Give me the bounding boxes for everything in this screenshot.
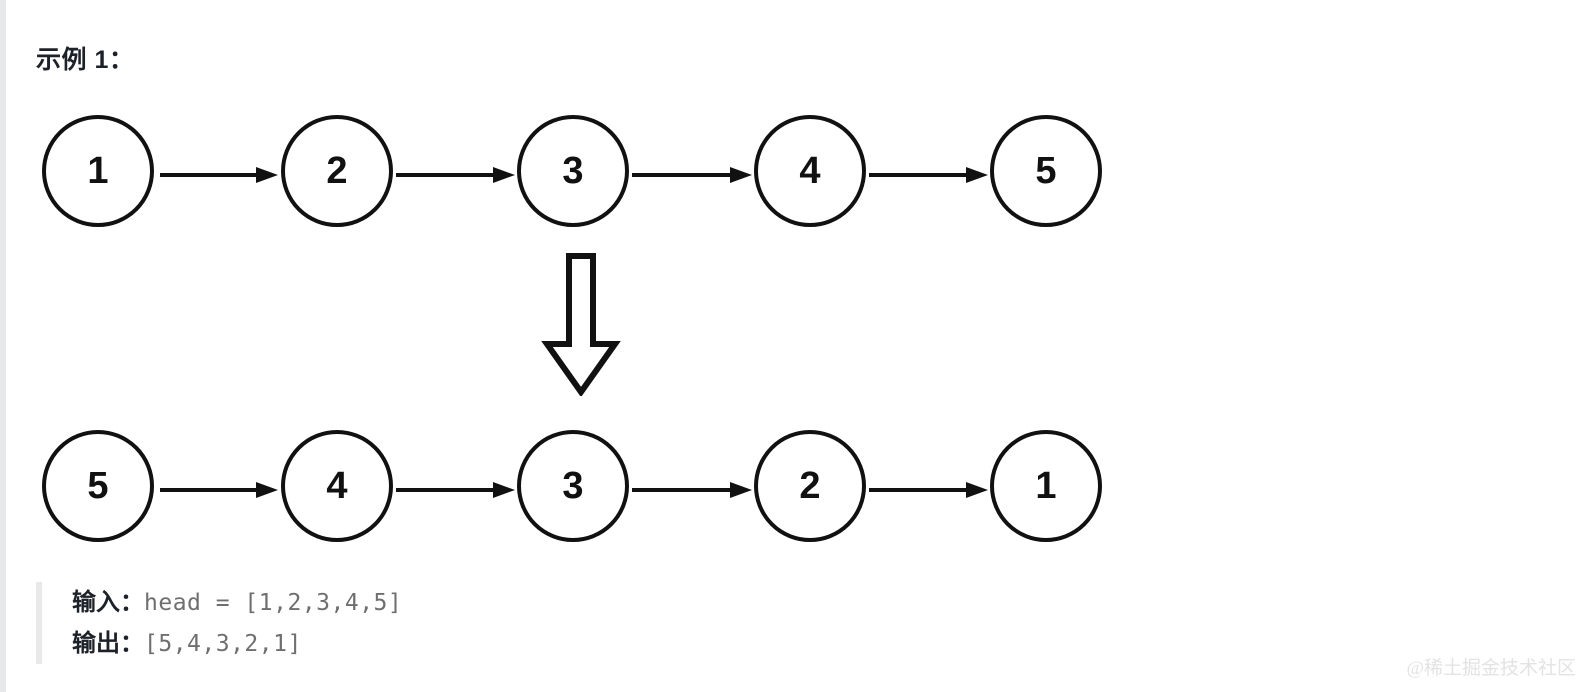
list-node: 2 [754,430,866,542]
input-line: 输入：head = [1,2,3,4,5] [72,582,402,623]
list-edge-arrow [632,167,752,183]
list-node: 4 [281,430,393,542]
output-value: [5,4,3,2,1] [144,631,302,657]
list-edge-arrow [869,482,988,498]
list-edge-arrow [160,482,278,498]
list-edge-arrow [160,167,278,183]
list-node: 3 [517,430,629,542]
watermark: @稀土掘金技术社区 [1406,658,1577,679]
page-left-gutter [0,0,6,692]
output-label: 输出： [72,630,144,657]
output-line: 输出：[5,4,3,2,1] [72,623,402,664]
list-node: 4 [754,115,866,227]
list-node: 5 [990,115,1102,227]
list-node: 1 [990,430,1102,542]
io-blockquote: 输入：head = [1,2,3,4,5] 输出：[5,4,3,2,1] [36,582,402,664]
list-node: 3 [517,115,629,227]
input-label: 输入： [72,589,144,616]
list-edge-arrow [632,482,752,498]
list-node: 1 [42,115,154,227]
list-edge-arrow [396,482,515,498]
page-title: 示例 1： [36,46,135,74]
list-edge-arrow [396,167,515,183]
list-node: 5 [42,430,154,542]
input-value: head = [1,2,3,4,5] [144,590,403,616]
arrow-down-outline-icon [541,252,621,396]
list-edge-arrow [869,167,988,183]
list-node: 2 [281,115,393,227]
